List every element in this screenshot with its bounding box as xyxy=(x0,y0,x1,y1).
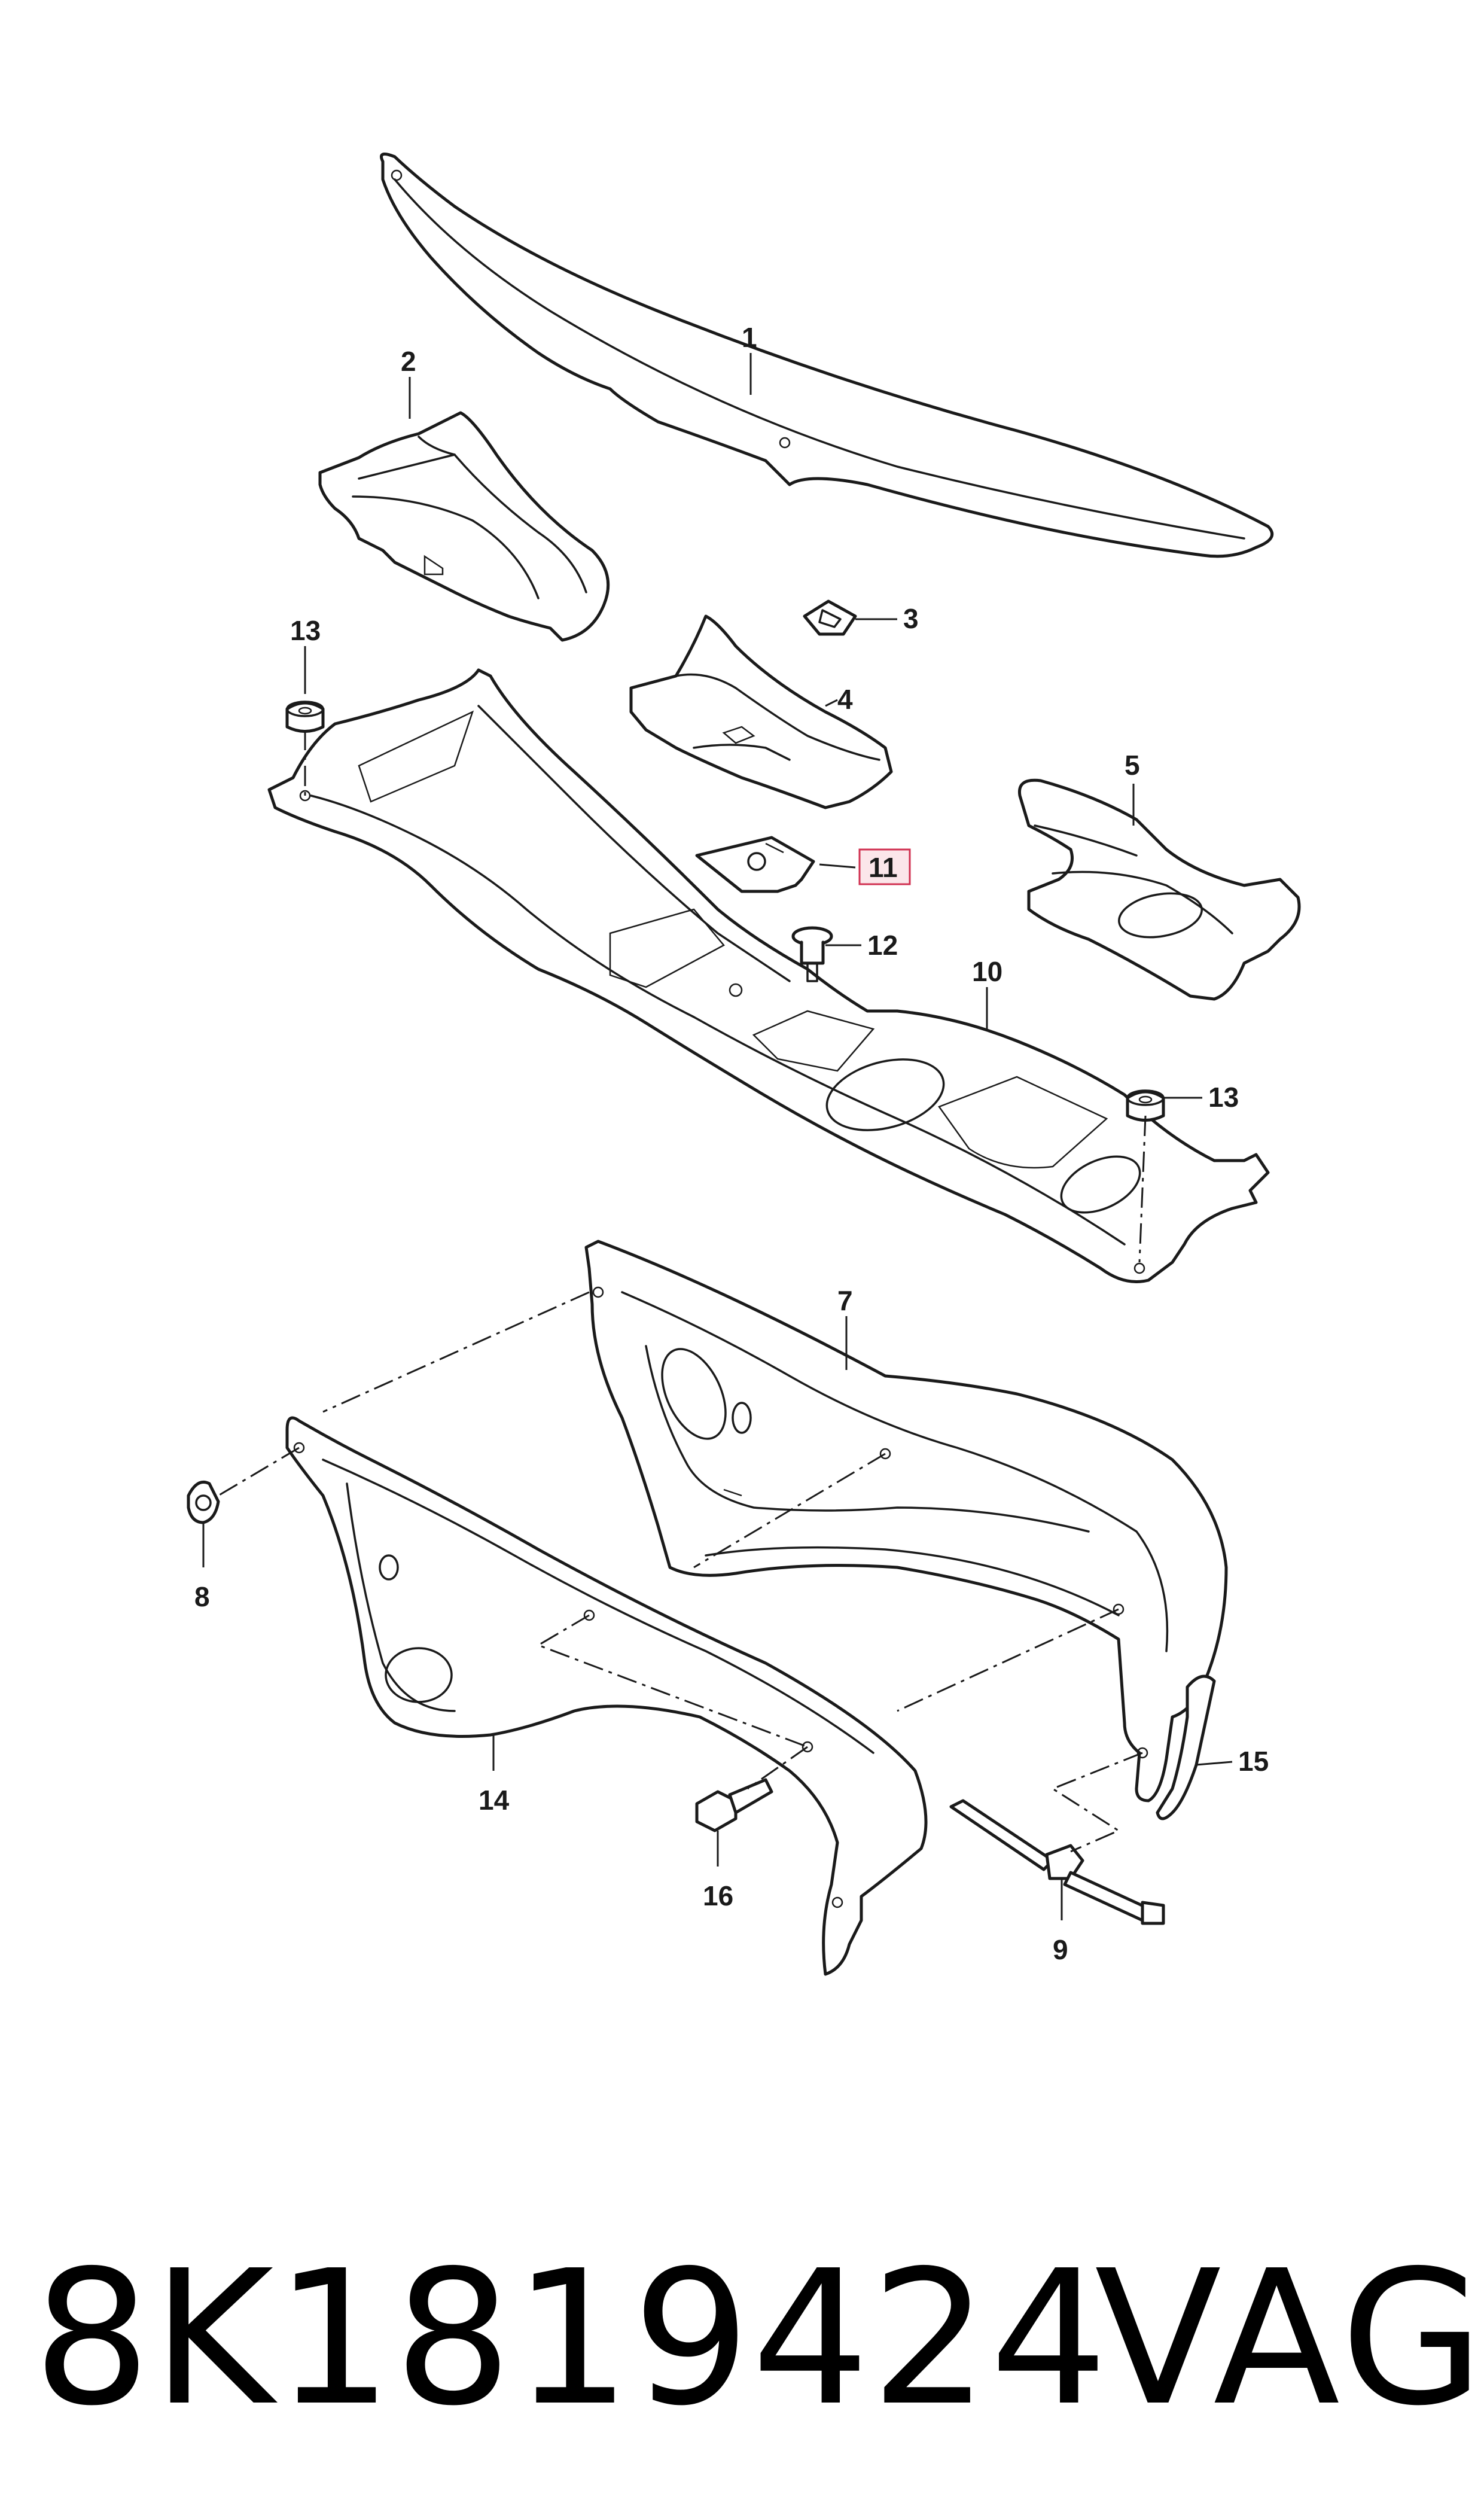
part-9-cable-tie xyxy=(949,1799,1165,1925)
part-16-bolt xyxy=(695,1778,773,1832)
part-2-drain-channel xyxy=(318,411,610,642)
callout-15: 15 xyxy=(1238,1746,1269,1777)
callout-9: 9 xyxy=(1053,1934,1068,1965)
callout-13-right: 13 xyxy=(1208,1082,1239,1113)
part-15-hose xyxy=(1156,1674,1216,1820)
part-13-grommet-right xyxy=(1126,1089,1165,1122)
part-4-intake-duct xyxy=(629,614,893,809)
callout-5: 5 xyxy=(1125,750,1140,781)
parts-diagram: 1 2 3 4 5 7 8 9 10 11 12 13 13 14 15 16 xyxy=(187,153,1301,1976)
brand-name: VAG xyxy=(1095,2231,1484,2447)
callout-13-top: 13 xyxy=(290,615,321,646)
callout-2: 2 xyxy=(401,346,416,377)
part-13-grommet-left xyxy=(285,701,325,733)
callout-labels: 1 2 3 4 5 7 8 9 10 11 12 13 13 14 15 16 xyxy=(194,322,1269,1965)
part-8-nut xyxy=(187,1481,220,1524)
caption: 8K1819424 VAG xyxy=(0,2213,1484,2465)
assembly-lines xyxy=(218,730,1147,1853)
part-5-side-plate xyxy=(1017,778,1301,1001)
part-11-bracket xyxy=(695,836,815,893)
part-12-grommet xyxy=(791,926,833,982)
callout-7: 7 xyxy=(837,1285,853,1316)
part-1-seal-strip xyxy=(380,153,1274,558)
callout-8: 8 xyxy=(194,1581,210,1612)
callout-11-highlight xyxy=(858,848,911,885)
callout-12: 12 xyxy=(867,930,898,961)
callout-4: 4 xyxy=(837,684,853,715)
part-7-bulkhead-trim xyxy=(584,1240,1228,1803)
callout-3: 3 xyxy=(903,603,919,634)
part-number: 8K1819424 xyxy=(33,2231,1110,2447)
part-10-plenum-panel xyxy=(267,668,1270,1283)
callout-1: 1 xyxy=(742,322,757,353)
callout-10: 10 xyxy=(972,956,1002,987)
callout-14: 14 xyxy=(479,1785,510,1816)
part-3-clip xyxy=(803,599,857,636)
callout-16: 16 xyxy=(703,1880,733,1911)
callout-11: 11 xyxy=(869,852,898,883)
part-14-side-trim xyxy=(285,1416,928,1976)
leader-lines xyxy=(202,353,1233,1920)
